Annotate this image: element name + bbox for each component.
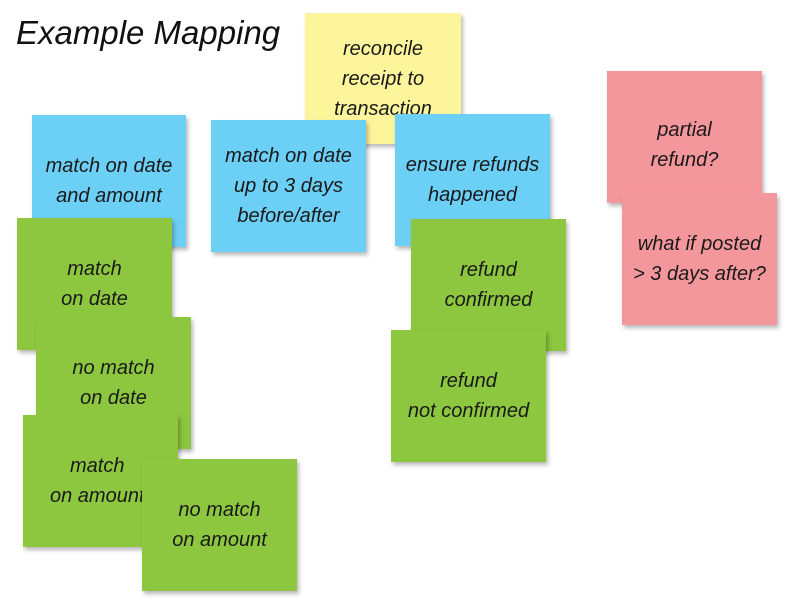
board-title: Example Mapping: [16, 14, 281, 51]
example-card-text: refund not confirmed: [407, 370, 530, 422]
example-card-text: match on amount: [50, 455, 145, 507]
example-card-no-match-on-amount[interactable]: no match on amount: [142, 459, 297, 591]
story-card-text: reconcile receipt to transaction: [334, 37, 432, 120]
rule-card-match-date-3-days[interactable]: match on date up to 3 days before/after: [211, 120, 366, 252]
example-card-text: match on date: [61, 258, 128, 310]
question-card-text: what if posted > 3 days after?: [633, 233, 766, 285]
example-card-refund-confirmed[interactable]: refund confirmed: [411, 219, 566, 351]
question-card-partial-refund[interactable]: partial refund?: [607, 71, 762, 203]
rule-card-text: match on date and amount: [45, 155, 173, 207]
rule-card-text: match on date up to 3 days before/after: [225, 145, 352, 227]
example-card-text: no match on date: [72, 357, 155, 409]
question-card-text: partial refund?: [650, 119, 719, 171]
question-card-posted-after[interactable]: what if posted > 3 days after?: [622, 193, 777, 325]
example-card-text: refund confirmed: [444, 259, 533, 311]
example-card-refund-not-confirmed[interactable]: refund not confirmed: [391, 330, 546, 462]
example-card-text: no match on amount: [172, 499, 267, 551]
rule-card-text: ensure refunds happened: [405, 154, 540, 206]
